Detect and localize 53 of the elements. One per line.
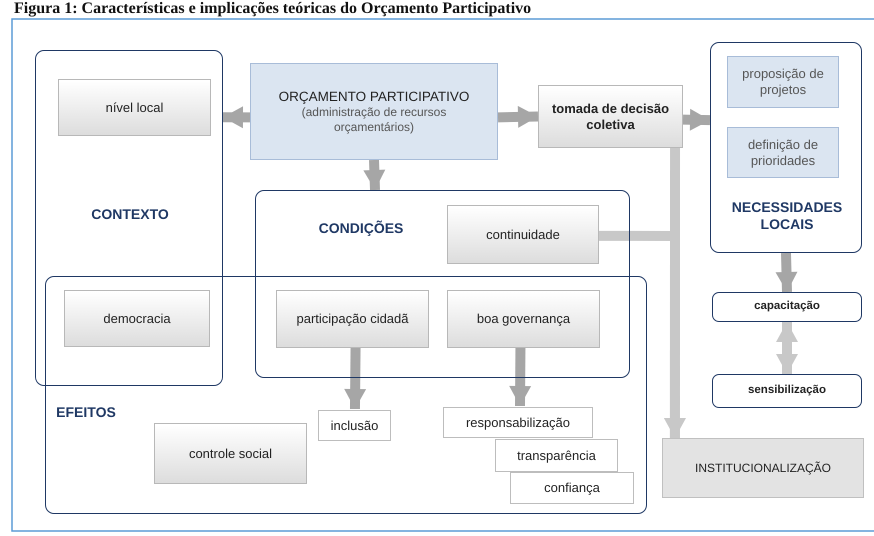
group-panel: [710, 42, 862, 253]
group-panel: [45, 276, 647, 514]
node-label: tomada de decisão coletiva: [550, 100, 670, 132]
node-label: sensibilização: [748, 384, 826, 398]
node-label: INSTITUCIONALIZAÇÃO: [694, 460, 831, 476]
node-label: ORÇAMENTO PARTICIPATIVO: [278, 89, 470, 106]
arrow: [598, 230, 686, 438]
group-heading: NECESSIDADES LOCAIS: [730, 199, 844, 233]
node-label: transparência: [517, 448, 596, 464]
effect-box: [495, 439, 618, 472]
arrow: [776, 322, 798, 374]
highlight-box: [250, 63, 498, 160]
node-label: controle social: [188, 446, 272, 462]
concept-box: [64, 290, 210, 347]
concept-box: [276, 290, 429, 348]
figure-title: Figura 1: Características e implicações teóricas do Orçamento Participativo: [14, 0, 532, 18]
arrow: [509, 348, 532, 406]
action-box: [712, 374, 862, 408]
group-heading: CONTEXTO: [90, 206, 170, 223]
effect-box: [443, 407, 593, 438]
arrow: [498, 106, 538, 128]
group-panel: [255, 190, 630, 378]
node-label: democracia: [103, 310, 171, 326]
action-box: [712, 292, 862, 322]
highlight-box: [727, 56, 839, 108]
concept-box: [154, 423, 307, 484]
highlight-box: [727, 127, 839, 178]
arrow: [222, 106, 250, 128]
group-panel: [35, 50, 223, 386]
concept-box: [447, 205, 599, 264]
node-label: capacitação: [754, 300, 820, 314]
node-label: responsabilização: [466, 414, 570, 430]
node-label: boa governança: [476, 311, 570, 327]
group-heading: EFEITOS: [55, 404, 117, 421]
arrow: [363, 160, 386, 190]
node-label: participação cidadã: [296, 311, 409, 327]
node-label: confiança: [544, 480, 600, 496]
node-label: continuidade: [486, 226, 560, 242]
group-heading: CONDIÇÕES: [318, 220, 404, 237]
result-box: [662, 438, 864, 498]
node-label: inclusão: [330, 418, 378, 434]
arrow: [682, 108, 710, 131]
arrow: [344, 348, 366, 410]
effect-box: [510, 472, 634, 504]
concept-box: [538, 85, 683, 148]
arrow: [776, 252, 798, 292]
concept-box: [447, 290, 600, 348]
concept-box: [58, 79, 211, 136]
effect-box: [318, 410, 391, 441]
node-subtitle: (administração de recursos orçamentários): [300, 105, 448, 134]
node-label: nível local: [106, 100, 164, 116]
node-label: definição de prioridades: [746, 136, 820, 168]
node-label: proposição de projetos: [741, 66, 825, 98]
